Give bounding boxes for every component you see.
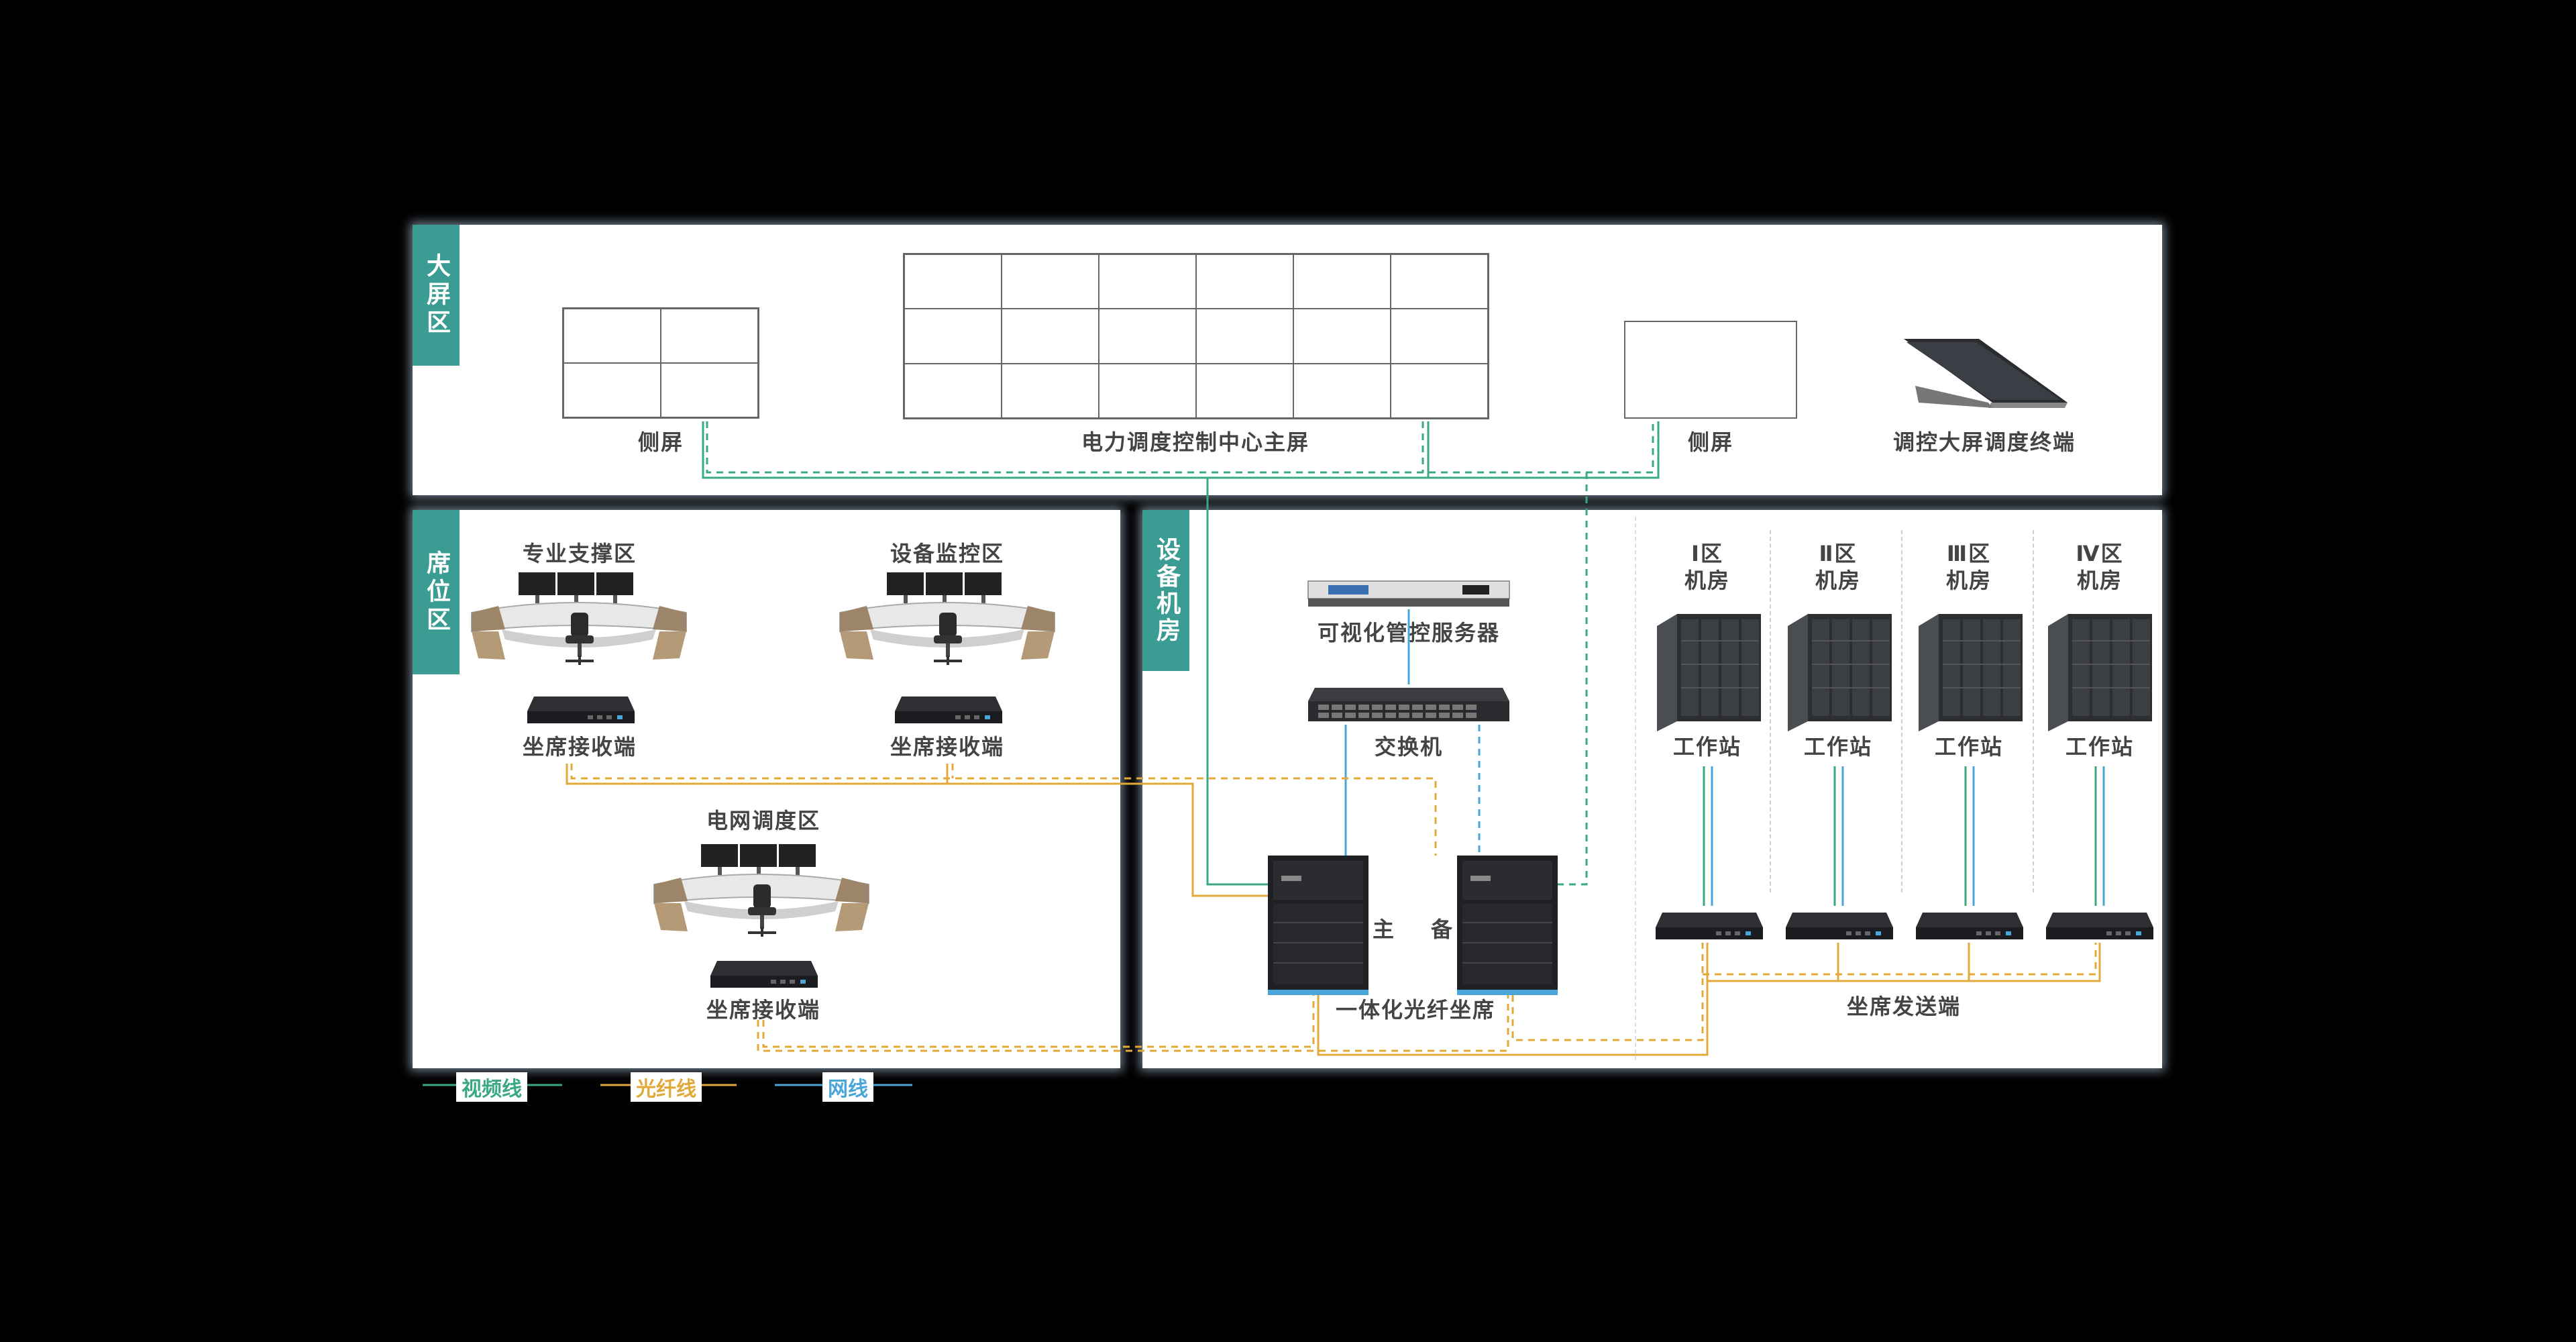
equipment-panel	[1142, 510, 2162, 1068]
server-label: 可视化管控服务器	[1317, 620, 1501, 646]
zone-grid-dispatch-label: 电网调度区	[706, 808, 821, 833]
zone-professional-support-label: 专业支撑区	[522, 541, 637, 566]
zone-equipment-monitor-label: 设备监控区	[890, 541, 1005, 566]
room-divider	[2033, 530, 2034, 892]
room-sub-1: 机房	[1684, 568, 1731, 593]
zone-tag-big-screen: 大屏区	[413, 225, 460, 366]
receiver-label: 坐席接收端	[890, 734, 1005, 760]
zone-tag-seat: 席位区	[413, 510, 460, 674]
receiver-label: 坐席接收端	[706, 997, 821, 1023]
room-name-3: Ⅲ区	[1946, 541, 1992, 566]
receiver-label: 坐席接收端	[522, 734, 637, 760]
main-screen-label: 电力调度控制中心主屏	[1081, 429, 1310, 455]
room-divider	[1635, 517, 1636, 1060]
seat-panel	[413, 510, 1120, 1068]
backup-label: 备	[1430, 917, 1454, 942]
room-sub-2: 机房	[1815, 568, 1862, 593]
legend-network: 网线	[822, 1072, 873, 1102]
main-label: 主	[1372, 917, 1396, 942]
workstation-label-4: 工作站	[2065, 734, 2135, 760]
room-divider	[1901, 530, 1902, 892]
right-side-screen-label: 侧屏	[1687, 429, 1734, 455]
room-sub-3: 机房	[1945, 568, 1992, 593]
fiber-seat-label: 一体化光纤坐席	[1335, 997, 1496, 1023]
left-side-screen	[562, 307, 759, 419]
workstation-label-3: 工作站	[1934, 734, 2004, 760]
zone-tag-text: 席位区	[423, 550, 450, 635]
workstation-label-1: 工作站	[1672, 734, 1742, 760]
legend-fiber: 光纤线	[631, 1072, 702, 1102]
switch-label: 交换机	[1374, 734, 1444, 760]
zone-tag-text: 大屏区	[423, 253, 450, 338]
zone-tag-text: 设备机房	[1152, 537, 1180, 644]
room-name-4: Ⅳ区	[2076, 541, 2124, 566]
room-name-2: Ⅱ区	[1819, 541, 1858, 566]
zone-tag-equipment: 设备机房	[1142, 510, 1189, 671]
workstation-label-2: 工作站	[1803, 734, 1873, 760]
sender-label: 坐席发送端	[1846, 994, 1962, 1019]
room-name-1: Ⅰ区	[1691, 541, 1723, 566]
left-side-screen-label: 侧屏	[637, 429, 684, 455]
legend-video: 视频线	[456, 1072, 527, 1102]
right-side-screen	[1624, 321, 1797, 419]
main-screen-wall	[903, 253, 1489, 419]
room-sub-4: 机房	[2076, 568, 2123, 593]
room-divider	[1770, 530, 1771, 892]
tablet-label: 调控大屏调度终端	[1892, 429, 2076, 455]
